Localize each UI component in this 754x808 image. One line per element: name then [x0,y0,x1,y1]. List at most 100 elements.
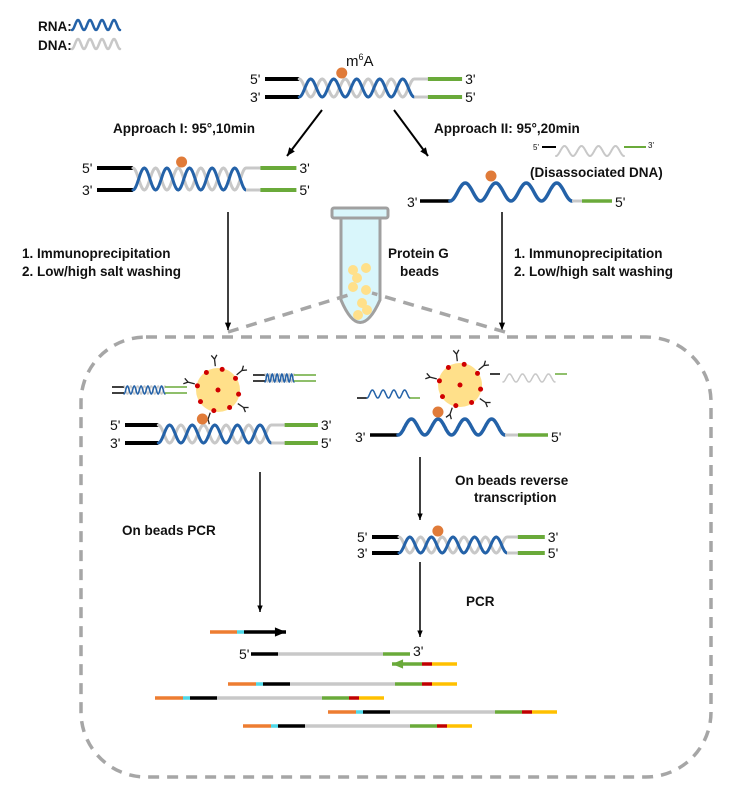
strand-end-labels: 5'3'3'5'5'3'3'5'5'3'3'5'5'3'3'5'3'5'5'3'… [82,71,654,662]
legend-rna-wave [70,18,122,32]
antibody-site [469,400,475,406]
antibody-site [215,387,221,393]
antibody-site [194,383,200,389]
end-label-3prime: 3' [357,545,367,561]
antibody-icon [455,354,458,362]
bead-icon [357,298,367,308]
antibody-icon [445,413,451,418]
left-step-1: 1. Immunoprecipitation [22,246,171,261]
antibody-icon [184,377,189,383]
antibody-icon [213,359,216,367]
arrow-ip-left-head [224,322,232,330]
m6a-dot [196,413,208,425]
rna-strand [297,77,416,99]
m6a-dot [432,525,444,537]
right-step-1: 1. Immunoprecipitation [514,246,663,261]
legend-dna-wave [70,37,122,51]
end-label-5prime: 5' [548,545,558,561]
antibody-icon [210,354,216,360]
dna-strand [555,144,625,158]
end-label-5prime: 5' [239,646,249,662]
bead-icon [353,310,363,320]
antibody-icon [452,349,458,355]
right-step-2: 2. Low/high salt washing [514,264,673,279]
end-label-5prime: 5' [321,435,331,451]
end-label-3prime: 3' [648,141,654,150]
end-label-5prime: 5' [465,89,475,105]
antibody-site [219,366,225,372]
antibody-icon [237,403,244,409]
rna-strand [156,423,273,445]
arrow-reverse-transcription-head [417,513,423,520]
m6a-dot [176,156,188,168]
antibody-icon [207,419,210,425]
tube-icon [339,216,382,324]
dna-strand [123,385,166,395]
approach-1-label: Approach I: 95°,10min [113,121,255,136]
dna-strand [397,535,509,555]
end-label-3prime: 3' [250,89,260,105]
arrow-approach-1 [286,109,323,157]
antibody-icon [426,372,431,378]
antibody-icon [242,407,247,413]
end-label-5prime: 5' [551,429,561,445]
dna-strand [297,77,416,99]
dna-strand [502,373,556,383]
antibody-site [445,364,451,370]
rna-strand [396,417,507,437]
end-label-3prime: 3' [355,429,365,445]
antibody-icon [207,412,211,420]
antibody-icon [484,402,489,408]
dna-strand [264,372,295,383]
antibody-icon [479,398,486,404]
rna-strand [264,373,295,384]
antibody-site [461,361,467,367]
end-label-3prime: 3' [407,194,417,210]
bead-icon [352,273,362,283]
end-label-5prime: 5' [299,182,309,198]
antibody-site [197,399,203,405]
bead-icon [361,263,371,273]
disassociated-dna-label: (Disassociated DNA) [530,165,663,180]
end-label-3prime: 3' [299,160,309,176]
antibody-icon [429,376,437,380]
zoom-dashed-lines [227,291,506,334]
end-label-3prime: 3' [548,529,558,545]
rna-strand [397,535,509,555]
dna-strand [131,166,248,192]
rna-strand [366,389,411,399]
bead-icon [361,285,371,295]
end-label-3prime: 3' [321,417,331,433]
legend-dna-label: DNA: [38,38,72,53]
legend-rna-label: RNA: [38,19,72,34]
left-step-2: 2. Low/high salt washing [22,264,181,279]
antibody-site [457,382,463,388]
approach-2-label: Approach II: 95°,20min [434,121,580,136]
beads-label-1: Protein G [388,246,449,261]
pcr-left-label: On beads PCR [122,523,216,538]
antibody-site [211,408,217,414]
antibody-site [436,378,442,384]
arrow-ip-right-head [498,322,506,330]
m6a-dot [485,170,497,182]
end-label-3prime: 3' [465,71,475,87]
antibody-icon [455,349,460,355]
rna-strand [448,181,574,203]
bead-icon [348,265,358,275]
antibody-site [203,369,209,375]
antibody-icon [425,376,431,380]
m6a-dot [336,67,348,79]
end-label-5prime: 5' [110,417,120,433]
antibody-site [453,403,459,409]
antibody-icon [478,364,485,371]
end-label-5prime: 5' [357,529,367,545]
bead-icon [362,305,372,315]
antibody-icon [449,414,452,420]
antibody-icon [187,381,195,385]
end-label-3prime: 3' [413,643,423,659]
rna-strand [123,385,166,395]
reverse-primer-head [392,659,404,669]
arrow-pcr-head [417,630,423,637]
forward-primer-head [274,627,286,637]
